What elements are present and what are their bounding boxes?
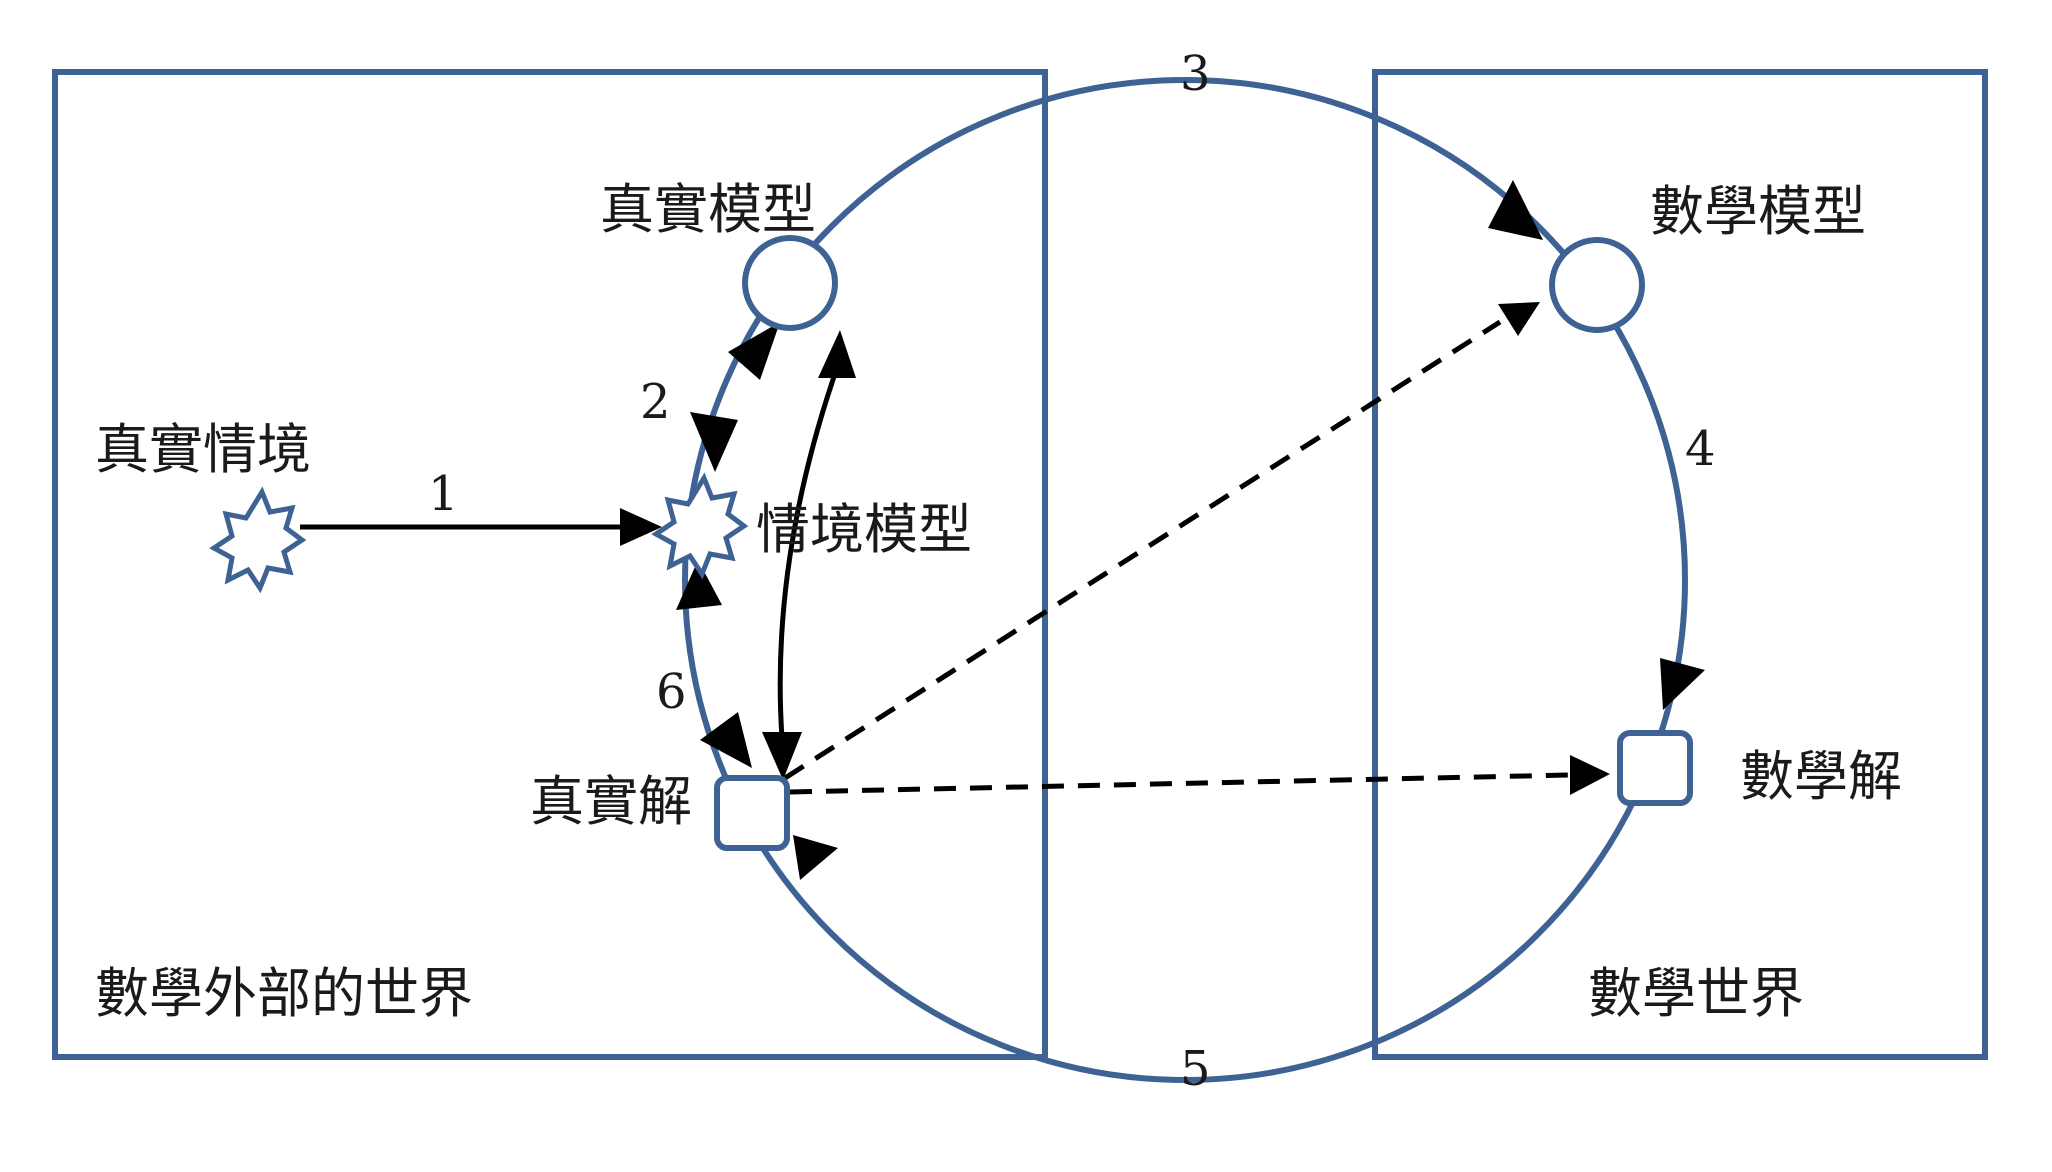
arrow-step-2-head-up [728, 322, 780, 380]
math-solution-node [1617, 730, 1693, 806]
math-model-node [1549, 237, 1645, 333]
math-solution-label: 數學解 [1740, 745, 1902, 808]
math-world-frame [1372, 69, 1988, 1060]
outside-world-label: 數學外部的世界 [95, 962, 473, 1025]
math-model-label: 數學模型 [1650, 180, 1866, 243]
outside-world-frame [52, 69, 1048, 1060]
real-solution-label: 真實解 [530, 770, 692, 833]
situation-model-icon [651, 472, 749, 580]
dashed-arrow-to-math-solution [789, 772, 1571, 795]
real-solution-node [714, 775, 790, 851]
arrow-link-head-top [818, 330, 856, 378]
dashed-arrow-to-math-solution-head [1570, 755, 1610, 795]
arrow-step-3-head [1488, 180, 1543, 240]
arrow-step-5-head [793, 835, 838, 880]
real-situation-label: 真實情境 [95, 418, 311, 481]
arrow-link-head-bottom [762, 732, 802, 780]
step-1-label: 1 [428, 466, 459, 522]
real-model-node [742, 235, 838, 331]
step-2-label: 2 [640, 374, 671, 430]
arrow-step-6-head-down [700, 712, 752, 768]
situation-model-label: 情境模型 [756, 498, 972, 561]
arrow-step-2-head-down [690, 412, 738, 472]
dashed-arrow-to-math-model-head [1498, 302, 1540, 336]
real-situation-icon [209, 486, 307, 594]
math-world-label: 數學世界 [1588, 962, 1804, 1025]
step-4-label: 4 [1685, 421, 1716, 477]
modeling-cycle-circle [682, 77, 1688, 1083]
arrow-step-1-head [620, 508, 662, 546]
step-3-label: 3 [1180, 46, 1211, 102]
real-model-label: 真實模型 [600, 178, 816, 241]
arrow-model-solution-link [777, 364, 841, 739]
step-6-label: 6 [656, 664, 687, 720]
arrow-step-4-head [1660, 658, 1705, 710]
arrow-step-6-head-up [676, 560, 722, 610]
step-5-label: 5 [1180, 1041, 1211, 1097]
